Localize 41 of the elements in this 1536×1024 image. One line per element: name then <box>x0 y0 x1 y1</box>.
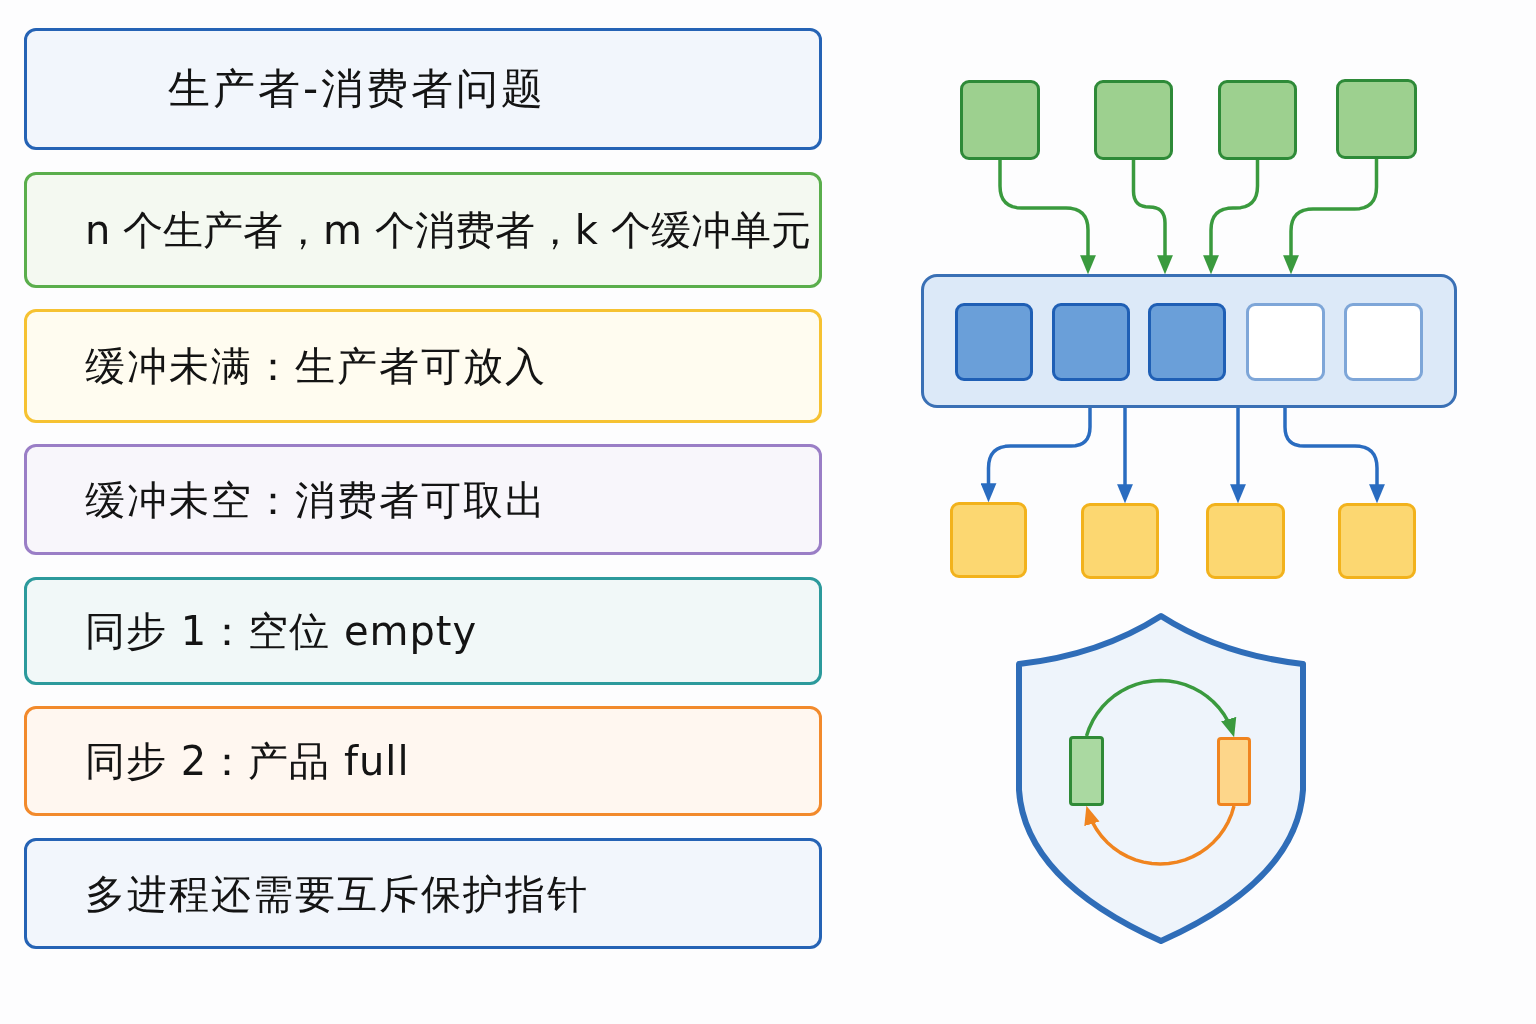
arrow <box>998 160 1096 275</box>
note-text: 缓冲未满：生产者可放入 <box>85 342 547 390</box>
consumer-block <box>1081 503 1159 579</box>
producer-block <box>1336 79 1417 159</box>
arrow <box>1203 160 1260 275</box>
buffer-tray <box>921 274 1457 408</box>
consumer-block <box>950 502 1027 578</box>
title-text: 生产者-消费者问题 <box>168 63 547 115</box>
producer-block <box>1218 80 1297 160</box>
producer-block <box>1094 80 1173 160</box>
note-text: 同步 2：产品 full <box>85 737 410 785</box>
consumer-bar <box>1217 737 1251 806</box>
filled-slot <box>955 303 1033 381</box>
arrow <box>980 408 1092 503</box>
note-card <box>24 309 822 423</box>
filled-slot <box>1052 303 1130 381</box>
note-text: 同步 1：空位 empty <box>85 607 478 655</box>
arrow <box>1283 159 1379 275</box>
note-card <box>24 706 822 816</box>
consumer-block <box>1206 503 1285 579</box>
empty-slot <box>1344 303 1423 381</box>
producer-block <box>960 80 1040 160</box>
note-card <box>24 838 822 949</box>
note-card <box>24 444 822 555</box>
arrow <box>1230 408 1246 504</box>
note-card <box>24 172 822 288</box>
arrow <box>1117 408 1133 504</box>
note-text: 多进程还需要互斥保护指针 <box>85 869 589 918</box>
filled-slot <box>1148 303 1226 381</box>
arrow <box>1283 408 1385 504</box>
arrow <box>1131 160 1173 275</box>
note-card <box>24 577 822 685</box>
note-text: 缓冲未空：消费者可取出 <box>85 475 547 524</box>
cycle-arrow <box>1084 805 1236 866</box>
cycle-arrow <box>1084 678 1237 738</box>
shield <box>1015 612 1307 945</box>
title-card <box>24 28 822 150</box>
note-text: n 个生产者，m 个消费者，k 个缓冲单元 <box>85 206 811 254</box>
consumer-block <box>1338 503 1416 579</box>
empty-slot <box>1246 303 1325 381</box>
producer-bar <box>1069 736 1104 806</box>
